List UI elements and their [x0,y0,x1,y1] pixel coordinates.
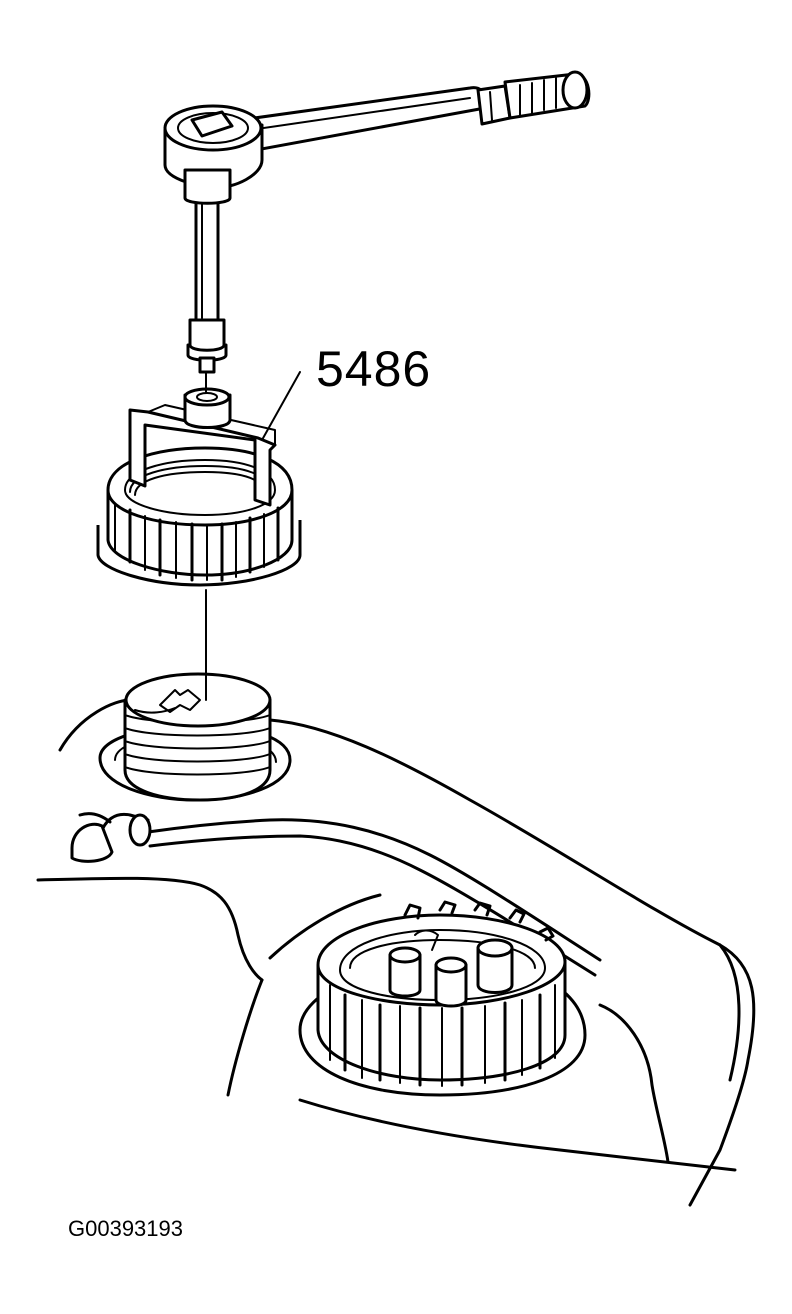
figure-id: G00393193 [68,1216,183,1241]
fuel-line [70,812,602,977]
tool-5486-wrench [128,387,277,507]
ratchet-head [163,104,264,205]
fuel-sender-module [123,672,272,802]
ratchet-extension [186,188,228,374]
removed-locking-ring [96,446,302,587]
ratchet-handle [238,70,591,154]
fuel-tank [36,698,756,1207]
fuel-pump-ports [388,929,514,1008]
tool-number-callout: 5486 [316,341,432,397]
callout-leader-5486 [261,371,301,441]
